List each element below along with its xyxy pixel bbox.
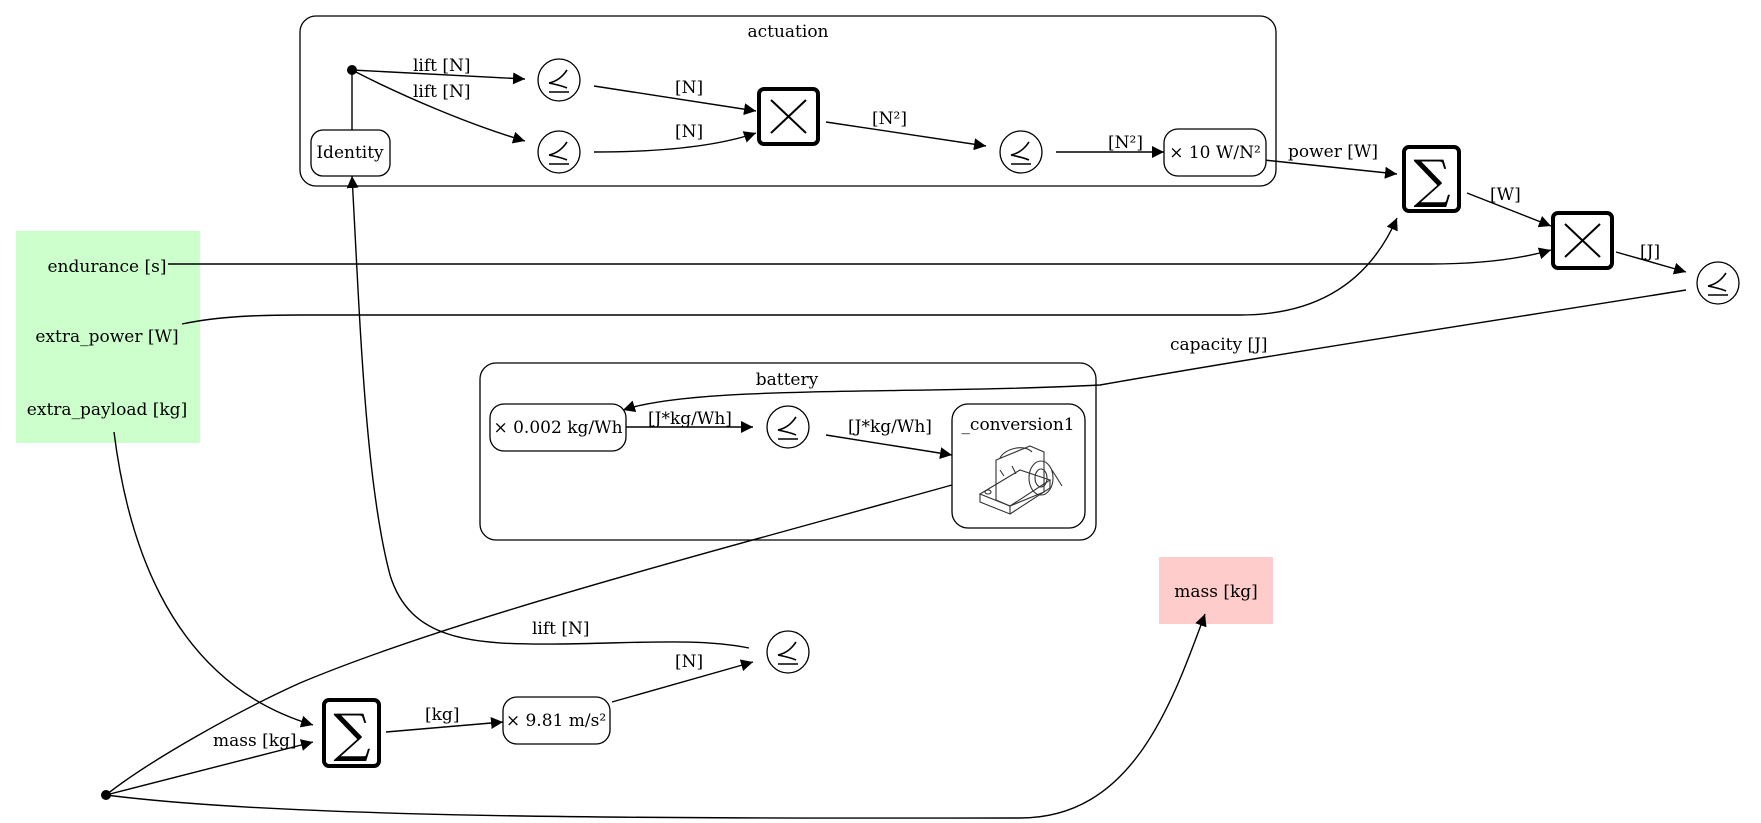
leq-node-1	[537, 58, 581, 102]
actuation-cluster-label: actuation	[747, 22, 828, 42]
battery-scale-label: × 0.002 kg/Wh	[493, 418, 622, 438]
sum-node-mass: ∑	[322, 698, 381, 768]
edge-n-lower	[593, 131, 757, 153]
edge-lift-feedback	[346, 175, 750, 649]
power-scale-node	[1163, 128, 1267, 177]
edge-label-lift-lower: lift [N]	[413, 82, 471, 102]
leq-node-3	[999, 130, 1043, 174]
edge-label-n-weight: [N]	[675, 652, 703, 672]
battery-scale-node	[489, 403, 627, 452]
edge-label-n2-leq: [N²]	[1108, 133, 1143, 153]
edge-extra-power	[181, 217, 1398, 325]
edge-label-lift-feedback: lift [N]	[532, 619, 590, 639]
leq-node-5	[766, 405, 810, 449]
edge-conversion-to-mass	[105, 484, 953, 796]
edge-label-capacity: capacity [J]	[1170, 335, 1268, 355]
edge-n-weight	[611, 659, 754, 703]
edge-n-upper	[593, 85, 757, 116]
leq-node-6	[766, 630, 810, 674]
input-extra-payload: extra_payload [kg]	[27, 400, 187, 420]
edge-mass-output	[105, 613, 1207, 819]
conversion-node-label: _conversion1	[961, 415, 1074, 435]
edge-extra-payload	[113, 431, 314, 728]
leq-node-2	[537, 130, 581, 174]
output-mass: mass [kg]	[1174, 582, 1258, 602]
output-box	[1159, 557, 1273, 624]
edge-power	[1263, 159, 1398, 179]
edge-w	[1466, 192, 1552, 228]
pillow-block-bearing-icon	[978, 445, 1063, 515]
edge-jkgwh-2	[825, 434, 953, 460]
identity-node	[310, 129, 391, 177]
edge-lift-upper	[351, 69, 526, 85]
edge-kg	[385, 717, 504, 733]
edge-label-w: [W]	[1490, 185, 1521, 205]
edge-label-n2-product: [N²]	[872, 109, 907, 129]
edge-label-n-upper: [N]	[675, 78, 703, 98]
edge-label-jkgwh-2: [J*kg/Wh]	[848, 417, 932, 437]
sum-node-mass-symbol: ∑	[333, 704, 370, 764]
edge-label-j: [J]	[1640, 242, 1660, 262]
edge-label-jkgwh-1: [J*kg/Wh]	[648, 409, 732, 429]
edge-lift-lower	[351, 69, 526, 144]
split-point-actuation	[347, 65, 357, 75]
actuation-cluster	[299, 15, 1277, 187]
edge-endurance	[168, 247, 1552, 265]
gravity-scale-label: × 9.81 m/s²	[506, 711, 606, 731]
edge-label-mass: mass [kg]	[213, 731, 297, 751]
edge-label-lift-upper: lift [N]	[413, 56, 471, 76]
battery-cluster-label: battery	[756, 370, 819, 390]
edge-j	[1615, 251, 1687, 275]
gravity-scale-node	[502, 696, 611, 745]
sum-node-power: ∑	[1402, 145, 1461, 213]
identity-node-label: Identity	[316, 143, 384, 163]
edge-capacity	[622, 289, 1687, 413]
edge-label-power: power [W]	[1288, 142, 1378, 162]
leq-node-4	[1696, 261, 1740, 305]
edge-label-kg: [kg]	[425, 705, 459, 725]
multiply-node-actuation	[757, 87, 820, 146]
battery-cluster	[479, 362, 1097, 541]
power-scale-label: × 10 W/N²	[1169, 143, 1261, 163]
edge-n2-product	[825, 121, 987, 151]
edge-mass-to-sum	[105, 739, 314, 796]
conversion-node	[951, 403, 1086, 529]
split-point-mass	[101, 790, 111, 800]
edge-label-n-lower: [N]	[675, 122, 703, 142]
input-extra-power: extra_power [W]	[35, 327, 178, 347]
inputs-box	[16, 231, 200, 443]
multiply-node-energy	[1551, 211, 1614, 270]
sum-node-power-symbol: ∑	[1413, 150, 1450, 210]
input-endurance: endurance [s]	[47, 257, 166, 277]
